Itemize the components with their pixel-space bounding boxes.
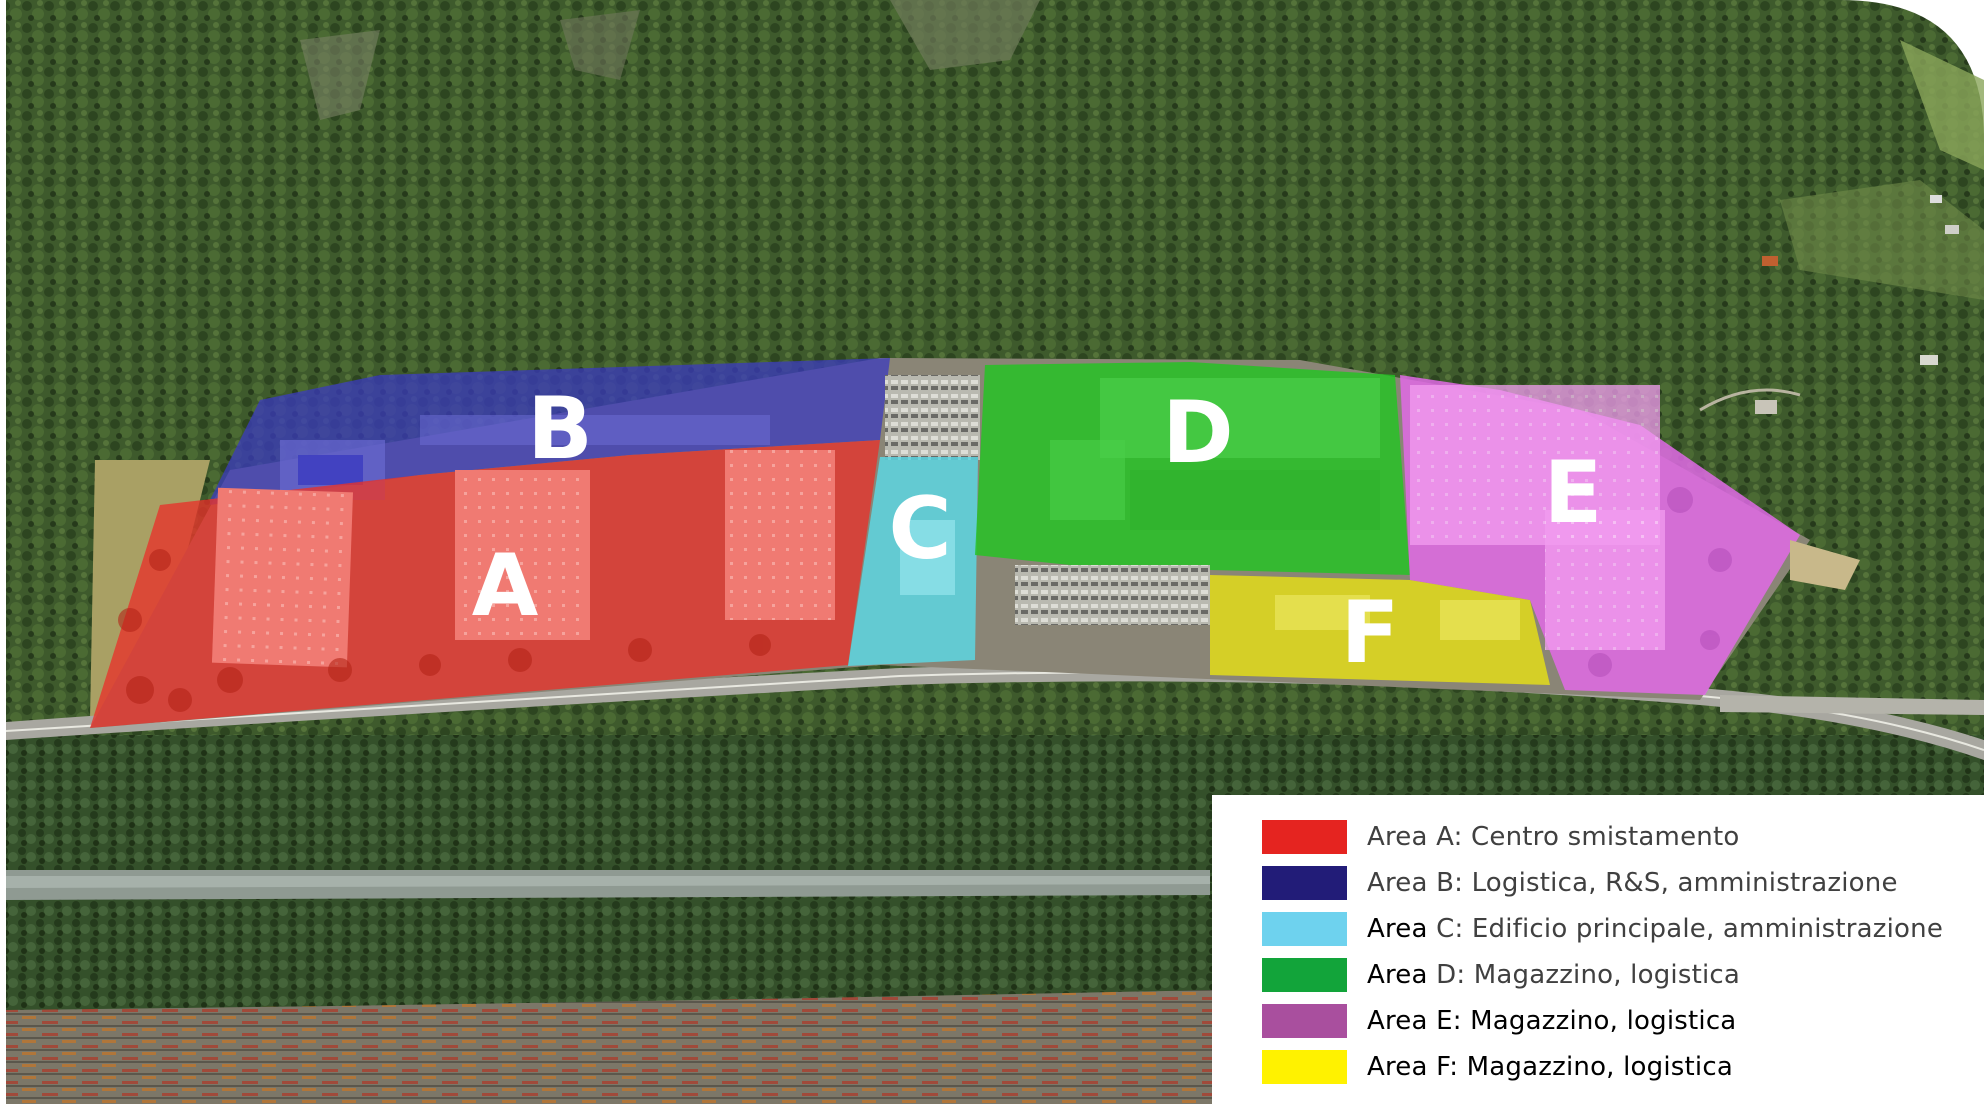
legend-swatch-c (1262, 912, 1347, 946)
legend-item-e: Area E: Magazzino, logistica (1262, 1001, 1736, 1041)
zone-label-c: C (888, 479, 951, 579)
legend-swatch-b (1262, 866, 1347, 900)
legend-item-b: Area B: Logistica, R&S, amministrazione (1262, 863, 1898, 903)
legend-label-d: Area D: Magazzino, logistica (1367, 960, 1741, 990)
legend: Area A: Centro smistamento Area B: Logis… (1212, 795, 1984, 1104)
zone-label-e: E (1544, 443, 1603, 543)
legend-item-c: Area C: Edificio principale, amministraz… (1262, 909, 1943, 949)
legend-swatch-f (1262, 1050, 1347, 1084)
zone-label-f: F (1341, 583, 1400, 683)
legend-label-b: Area B: Logistica, R&S, amministrazione (1367, 868, 1898, 898)
legend-swatch-d (1262, 958, 1347, 992)
zone-label-d: D (1162, 383, 1233, 483)
zone-label-a: A (472, 536, 539, 636)
legend-item-f: Area F: Magazzino, logistica (1262, 1047, 1733, 1087)
zone-label-b: B (527, 379, 593, 479)
legend-swatch-a (1262, 820, 1347, 854)
legend-swatch-e (1262, 1004, 1347, 1038)
legend-item-d: Area D: Magazzino, logistica (1262, 955, 1740, 995)
legend-label-a: Area A: Centro smistamento (1367, 822, 1740, 852)
legend-label-c: Area C: Edificio principale, amministraz… (1367, 914, 1944, 944)
legend-label-e: Area E: Magazzino, logistica (1367, 1006, 1737, 1036)
legend-item-a: Area A: Centro smistamento (1262, 817, 1739, 857)
legend-label-f: Area F: Magazzino, logistica (1367, 1052, 1733, 1082)
